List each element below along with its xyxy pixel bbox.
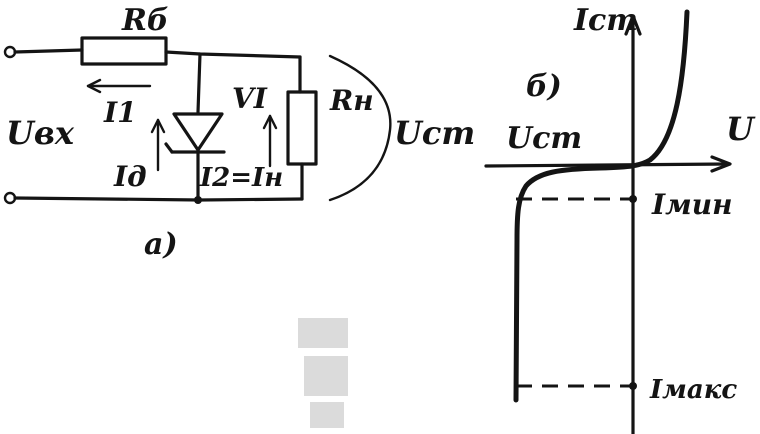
voltage-marker-label: Uст: [506, 121, 582, 156]
current-id-arrow: [150, 118, 166, 172]
diode-branch-wire: [196, 52, 202, 202]
current-i1-arrow: [86, 78, 152, 94]
diode-label: VI: [232, 82, 268, 115]
x-axis-label: U: [726, 110, 756, 148]
i-min-axis-dot: [629, 195, 637, 203]
resistor-label: Rб: [121, 3, 169, 38]
load-branch-wire: [298, 55, 304, 201]
top-wire-left: [13, 48, 84, 54]
current-i1-label: I1: [103, 96, 137, 129]
input-voltage-label: Uвх: [6, 114, 75, 152]
zener-characteristic: Iст б) Uст U Iмин Iмакс: [484, 3, 756, 434]
characteristic-curve: [513, 9, 690, 403]
junction-bottom-dot: [194, 196, 202, 204]
x-axis-arrow: [710, 155, 732, 173]
zener-diode: [164, 112, 226, 154]
bottom-wire: [13, 196, 304, 202]
current-in-arrow: [262, 114, 278, 168]
x-axis: [484, 162, 730, 168]
load-resistor: [286, 90, 318, 166]
load-label: Rн: [329, 84, 374, 117]
output-voltage-label: Uст: [394, 114, 475, 152]
i-max-label: Iмакс: [649, 375, 737, 405]
scan-smudge: [298, 318, 348, 428]
circuit-diagram: Rб Uвх I1 Iд VI I2=Iн Rн Uст а): [3, 3, 475, 262]
i-max-axis-dot: [629, 382, 637, 390]
ballast-resistor: [80, 36, 168, 66]
current-id-label: Iд: [113, 160, 147, 193]
y-axis-arrow: [624, 14, 642, 36]
i-min-label: Iмин: [651, 188, 733, 221]
top-wire-right: [164, 50, 302, 59]
current-eq-label: I2=Iн: [199, 163, 283, 193]
output-voltage-arc: [328, 54, 392, 202]
y-axis-label: Iст: [573, 3, 638, 38]
characteristic-caption: б): [526, 69, 562, 104]
circuit-caption: а): [144, 227, 178, 262]
